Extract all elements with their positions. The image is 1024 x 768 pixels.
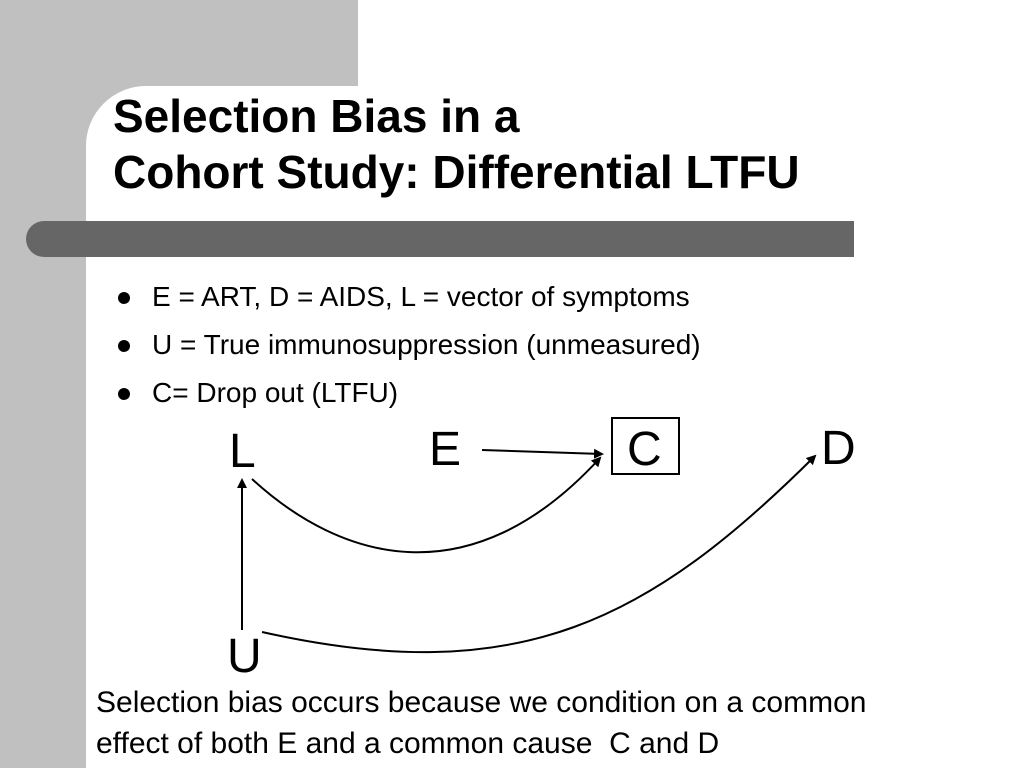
slide-title-line-1: Selection Bias in a xyxy=(113,90,520,142)
caption-line-1: Selection bias occurs because we conditi… xyxy=(96,686,867,719)
caption-line-2: effect of both E and a common cause C an… xyxy=(96,727,720,760)
slide-title-line-2: Cohort Study: Differential LTFU xyxy=(113,146,800,198)
content-panel xyxy=(86,86,1024,768)
node-u-label: U xyxy=(227,630,262,683)
bullet-list: E = ART, D = AIDS, L = vector of symptom… xyxy=(118,273,701,417)
bullet-item: C= Drop out (LTFU) xyxy=(118,369,701,417)
bullet-dot-icon xyxy=(118,292,130,304)
node-e-label: E xyxy=(429,423,461,476)
title-rule xyxy=(26,221,854,257)
bullet-dot-icon xyxy=(118,340,130,352)
bullet-text: E = ART, D = AIDS, L = vector of symptom… xyxy=(152,281,690,312)
slide-title: Selection Bias in a Cohort Study: Differ… xyxy=(113,88,800,200)
edge-e-to-c xyxy=(481,448,604,459)
caption: Selection bias occurs because we conditi… xyxy=(96,682,996,764)
node-d-label: D xyxy=(821,422,856,475)
bullet-text: U = True immunosuppression (unmeasured) xyxy=(152,329,701,360)
edge-u-to-d xyxy=(261,454,817,654)
bullet-item: U = True immunosuppression (unmeasured) xyxy=(118,321,701,369)
bullet-dot-icon xyxy=(118,388,130,400)
bullet-item: E = ART, D = AIDS, L = vector of symptom… xyxy=(118,273,701,321)
bullet-text: C= Drop out (LTFU) xyxy=(152,377,399,408)
node-c-box xyxy=(611,417,680,475)
node-c-label: C xyxy=(627,423,662,476)
edge-l-to-c xyxy=(251,456,602,554)
node-l-label: L xyxy=(229,425,256,478)
left-strip xyxy=(0,0,86,768)
